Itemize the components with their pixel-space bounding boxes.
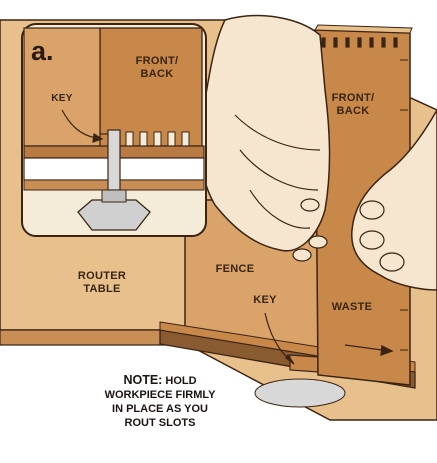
inset-front-back-line2: BACK [112,68,202,81]
detail-badge: a. [31,38,54,65]
inset-workpiece [100,28,202,146]
fence-label: FENCE [205,263,265,276]
note-line-4: ROUT SLOTS [80,416,240,430]
waste-label: WASTE [322,301,382,314]
note-line-3: IN PLACE AS YOU [80,402,240,416]
router-table-front-edge [0,330,170,345]
front-back-line2: BACK [318,105,388,118]
router-table-line2: TABLE [62,283,142,296]
front-back-line1: FRONT/ [318,92,388,105]
router-table-line1: ROUTER [62,270,142,283]
note-line-2: WORKPIECE FIRMLY [80,388,240,402]
router-bit [108,130,120,190]
front-back-label: FRONT/ BACK [318,92,388,118]
inset-key-label: KEY [40,92,84,105]
collet-nut [78,200,150,230]
inset-front-back-line1: FRONT/ [112,55,202,68]
note-line-1: NOTE: HOLD [80,373,240,388]
key-label: KEY [245,294,285,307]
hold-workpiece-note: NOTE: HOLD WORKPIECE FIRMLY IN PLACE AS … [80,373,240,430]
router-table-label: ROUTER TABLE [62,270,142,296]
router-base [255,379,345,407]
collet-shaft [102,190,126,202]
inset-front-back-label: FRONT/ BACK [112,55,202,81]
note-line1-rest: HOLD [165,375,196,387]
note-heading: NOTE: [123,373,162,387]
